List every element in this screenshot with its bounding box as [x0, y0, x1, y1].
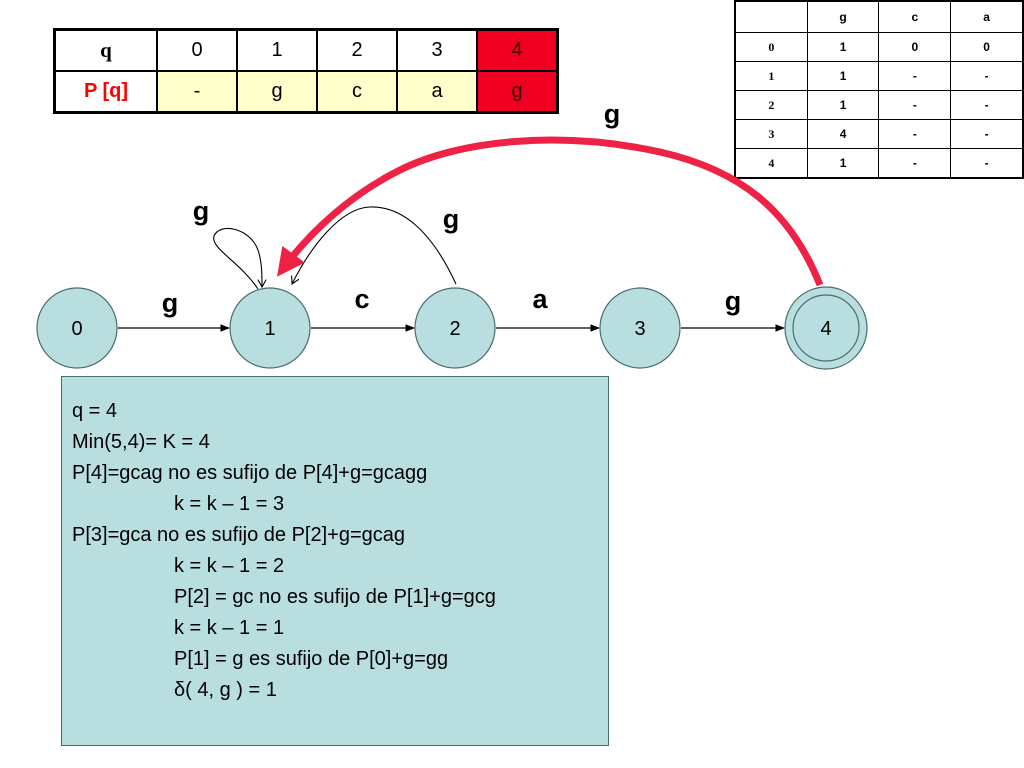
q-cell-0: 0 — [156, 28, 238, 72]
explanation-line: P[1] = g es sufijo de P[0]+g=gg — [174, 648, 449, 670]
transition-cell-g: 1 — [806, 148, 880, 179]
explanation-line: P[4]=gcag no es sufijo de P[4]+g=gcagg — [72, 462, 428, 484]
edge-label-2-1: g — [443, 204, 460, 234]
state-label-2: 2 — [449, 318, 460, 340]
edge-4-1-highlighted — [277, 136, 824, 287]
transition-header-g: g — [806, 0, 880, 33]
state-0 — [36, 287, 118, 369]
p-cell-4: g — [476, 70, 559, 114]
transition-table: g c a 0 1 0 0 1 1 - - 2 1 - - 3 4 - - 4 … — [734, 0, 1024, 179]
prefix-table: q 0 1 2 3 4 P [q] - g c a g — [53, 28, 559, 114]
prefix-table-p-row: P [q] - g c a g — [53, 70, 559, 114]
explanation-line: P[3]=gca no es sufijo de P[2]+g=gcag — [72, 524, 406, 546]
explanation-line: k = k – 1 = 3 — [174, 493, 285, 515]
q-cell-3: 3 — [396, 28, 478, 72]
p-cell-0: - — [156, 70, 238, 114]
transition-cell-a: - — [950, 90, 1024, 120]
explanation-line: k = k – 1 = 2 — [174, 555, 285, 577]
transition-row: 0 1 0 0 — [734, 32, 1024, 62]
transition-cell-g: 1 — [806, 32, 880, 62]
q-cell-2: 2 — [316, 28, 398, 72]
transition-cell-a: - — [950, 119, 1024, 149]
p-header: P [q] — [53, 70, 158, 114]
edge-2-1 — [291, 206, 457, 285]
transition-cell-g: 4 — [806, 119, 880, 149]
state-label-3: 3 — [634, 318, 645, 340]
transition-row: 3 4 - - — [734, 119, 1024, 149]
transition-cell-g: 1 — [806, 90, 880, 120]
state-2 — [414, 287, 496, 369]
state-label-1: 1 — [264, 318, 275, 340]
edge-label-1-2: c — [354, 284, 369, 314]
p-cell-3: a — [396, 70, 478, 114]
explanation-line: δ( 4, g ) = 1 — [174, 679, 277, 701]
explanation-line: q = 4 — [72, 400, 118, 422]
transition-header-a: a — [950, 0, 1024, 33]
q-cell-1: 1 — [236, 28, 318, 72]
transition-table-header: g c a — [734, 0, 1024, 33]
state-1 — [229, 287, 311, 369]
transition-cell-a: - — [950, 148, 1024, 179]
edge-label-3-4: g — [725, 286, 742, 316]
edge-label-2-3: a — [532, 284, 548, 314]
state-4-inner — [792, 294, 860, 362]
transition-row: 4 1 - - — [734, 148, 1024, 179]
edge-1-1-loop — [213, 227, 267, 290]
transition-state: 3 — [734, 119, 808, 149]
q-header: q — [53, 28, 158, 72]
edge-label-4-1: g — [604, 99, 621, 129]
p-cell-2: c — [316, 70, 398, 114]
state-3 — [599, 287, 681, 369]
transition-row: 2 1 - - — [734, 90, 1024, 120]
explanation-box: q = 4 Min(5,4)= K = 4 P[4]=gcag no es su… — [61, 376, 609, 746]
explanation-line: k = k – 1 = 1 — [174, 617, 285, 639]
transition-header-c: c — [878, 0, 952, 33]
q-cell-4: 4 — [476, 28, 559, 72]
state-label-4: 4 — [820, 318, 831, 340]
transition-cell-c: 0 — [878, 32, 952, 62]
explanation-line: Min(5,4)= K = 4 — [72, 431, 210, 453]
prefix-table-q-row: q 0 1 2 3 4 — [53, 28, 559, 72]
transition-state: 4 — [734, 148, 808, 179]
p-cell-1: g — [236, 70, 318, 114]
transition-cell-c: - — [878, 119, 952, 149]
state-label-0: 0 — [71, 318, 82, 340]
edge-label-1-1: g — [193, 196, 210, 226]
explanation-line: P[2] = gc no es sufijo de P[1]+g=gcg — [174, 586, 496, 608]
transition-header-corner — [734, 0, 808, 33]
edge-label-0-1: g — [162, 288, 179, 318]
